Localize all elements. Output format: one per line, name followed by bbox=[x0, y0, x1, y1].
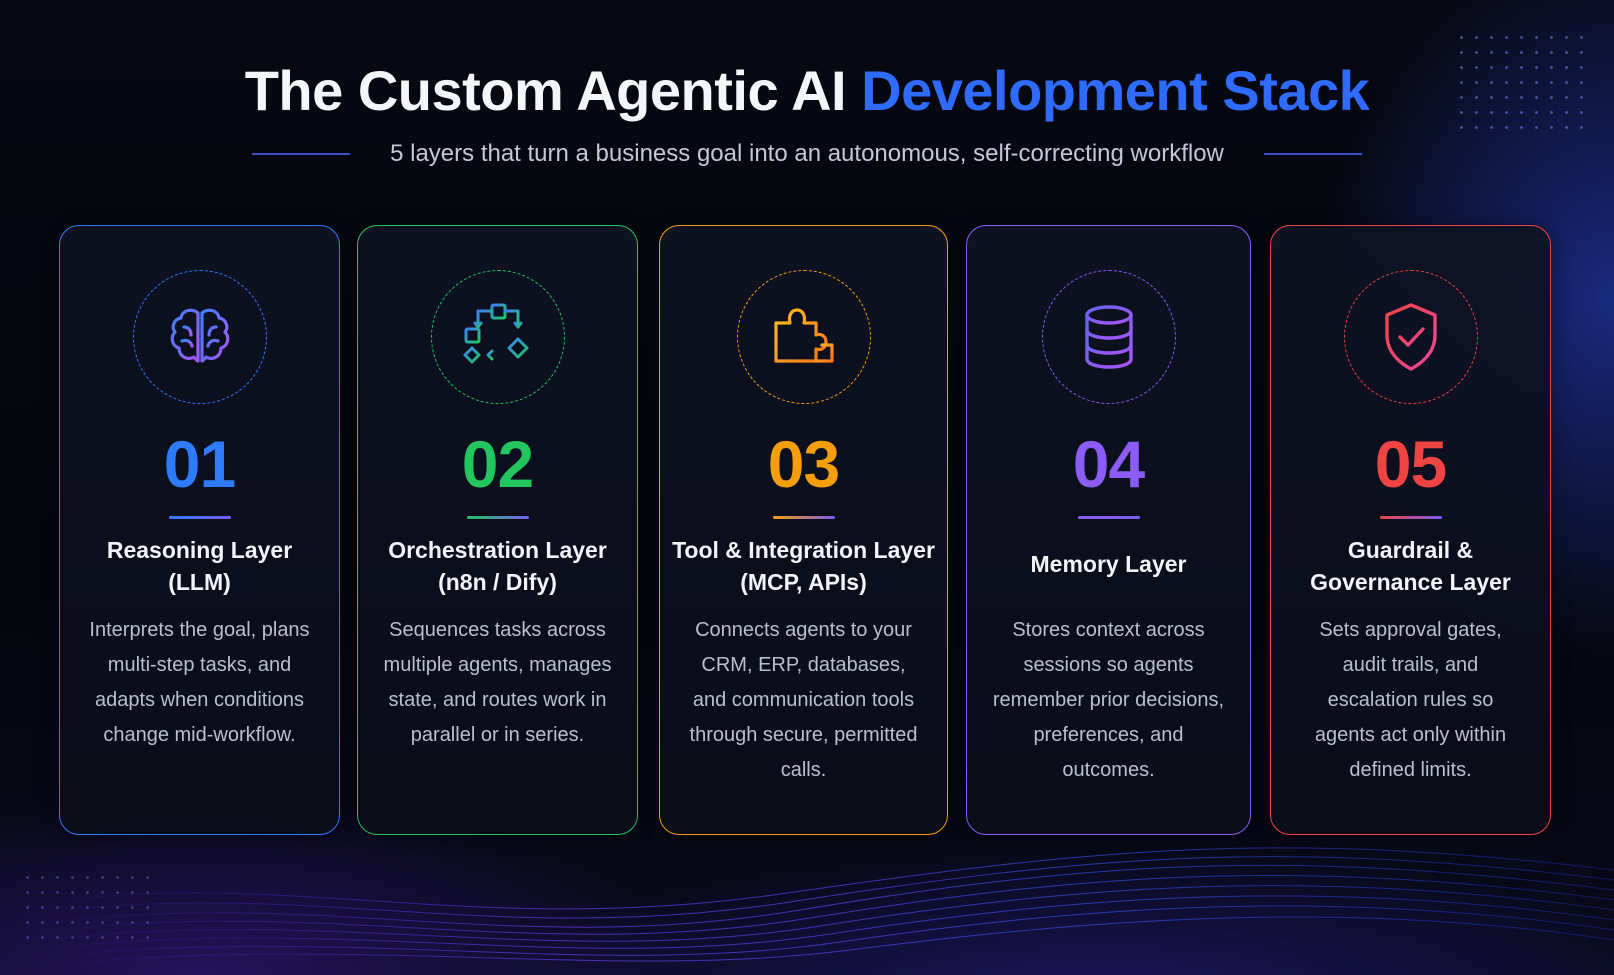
layer-name: Memory Layer bbox=[975, 548, 1242, 580]
layer-name-line1: Memory Layer bbox=[1030, 551, 1187, 577]
layer-name: Orchestration Layer (n8n / Dify) bbox=[366, 534, 629, 598]
divider bbox=[772, 516, 835, 519]
layer-name-line2: (n8n / Dify) bbox=[438, 569, 557, 595]
layer-name: Guardrail & Governance Layer bbox=[1279, 534, 1542, 598]
layer-number: 03 bbox=[767, 427, 840, 501]
layer-number: 05 bbox=[1374, 427, 1447, 501]
divider bbox=[1077, 516, 1140, 519]
divider bbox=[466, 516, 529, 519]
icon-ring bbox=[132, 270, 267, 404]
layer-name-line1: Guardrail & bbox=[1347, 537, 1474, 563]
page-title: The Custom Agentic AI Development Stack bbox=[0, 58, 1614, 123]
subtitle: 5 layers that turn a business goal into … bbox=[390, 140, 1224, 167]
layer-card-memory: 04 Memory Layer Stores context across se… bbox=[966, 225, 1251, 835]
layer-name-line1: Reasoning Layer bbox=[106, 537, 293, 563]
brain-icon bbox=[170, 308, 229, 363]
icon-ring bbox=[1343, 270, 1478, 404]
divider bbox=[1379, 516, 1442, 519]
layer-name-line1: Orchestration Layer bbox=[388, 537, 607, 563]
icon-ring bbox=[736, 270, 871, 404]
layer-name-line1: Tool & Integration Layer bbox=[672, 537, 935, 563]
layer-name: Tool & Integration Layer (MCP, APIs) bbox=[668, 534, 939, 598]
layer-name-line2: Governance Layer bbox=[1310, 569, 1511, 595]
database-icon bbox=[1084, 305, 1133, 369]
layer-number: 04 bbox=[1072, 427, 1145, 501]
dot-grid-decoration bbox=[1454, 30, 1584, 130]
layer-name: Reasoning Layer (LLM) bbox=[68, 534, 331, 598]
workflow-icon bbox=[463, 303, 528, 364]
divider bbox=[168, 516, 231, 519]
puzzle-icon bbox=[773, 308, 834, 363]
layer-card-tool-integration: 03 Tool & Integration Layer (MCP, APIs) C… bbox=[659, 225, 948, 835]
layer-card-reasoning: 01 Reasoning Layer (LLM) Interprets the g… bbox=[59, 225, 340, 835]
layer-name-line2: (MCP, APIs) bbox=[740, 569, 867, 595]
subtitle-divider-left bbox=[252, 153, 351, 155]
layer-description: Interprets the goal, plans multi-step ta… bbox=[89, 619, 310, 746]
layer-description: Sets approval gates, audit trails, and e… bbox=[1314, 619, 1507, 781]
layer-number: 01 bbox=[163, 427, 236, 501]
icon-ring bbox=[430, 270, 565, 404]
subtitle-divider-right bbox=[1263, 153, 1362, 155]
icon-ring bbox=[1041, 270, 1176, 404]
wave-lines-decoration bbox=[0, 847, 1614, 971]
layer-card-guardrail: 05 Guardrail & Governance Layer Sets appr… bbox=[1270, 225, 1551, 835]
layer-description: Sequences tasks across multiple agents, … bbox=[383, 619, 612, 746]
subtitle-row: 5 layers that turn a business goal into … bbox=[0, 140, 1614, 168]
layer-cards: 01 Reasoning Layer (LLM) Interprets the g… bbox=[0, 225, 1614, 837]
layer-name-line2: (LLM) bbox=[168, 569, 231, 595]
title-main: The Custom Agentic AI bbox=[244, 59, 862, 122]
shield-check-icon bbox=[1384, 303, 1437, 371]
title-accent: Development Stack bbox=[861, 59, 1370, 122]
layer-description: Connects agents to your CRM, ERP, databa… bbox=[689, 619, 918, 781]
layer-description: Stores context across sessions so agents… bbox=[992, 619, 1225, 781]
layer-number: 02 bbox=[461, 427, 534, 501]
layer-card-orchestration: 02 Orchestration Layer (n8n / Dify) Seque… bbox=[357, 225, 638, 835]
